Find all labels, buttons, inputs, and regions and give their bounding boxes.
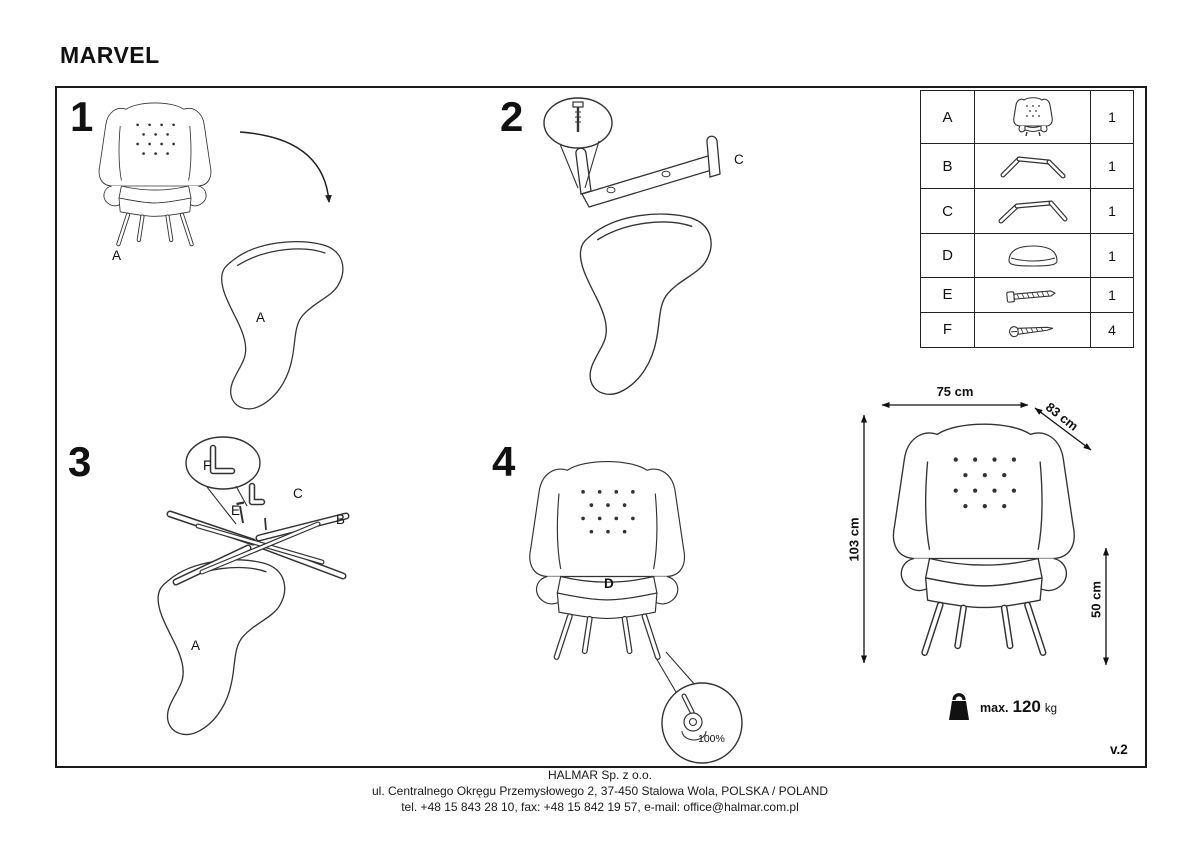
- step-1-base-shell: [221, 240, 344, 410]
- part-icon-cell: [975, 234, 1091, 278]
- armchair-icon: [1012, 97, 1053, 137]
- leg-frame-b-icon: [1000, 156, 1065, 179]
- step-2-rail: [581, 155, 716, 208]
- cushion-icon: [1007, 245, 1058, 267]
- part-icon-cell: [975, 91, 1091, 145]
- part-icon-cell: [975, 277, 1091, 313]
- weight-icon: [949, 693, 969, 720]
- step-1-armchair: [99, 103, 211, 244]
- weight-unit: kg: [1044, 703, 1058, 715]
- dimension-width-label: 75 cm: [936, 384, 974, 399]
- dimensions-drawing: [861, 402, 1109, 666]
- step-4-armchair: [530, 462, 685, 657]
- part-label-c2: C: [293, 486, 303, 501]
- part-icon-cell: [975, 189, 1091, 235]
- part-label-b: B: [336, 512, 346, 527]
- footer-contact: tel. +48 15 843 28 10, fax: +48 15 842 1…: [401, 799, 799, 814]
- part-label-a-base: A: [256, 310, 266, 325]
- product-title: MARVEL: [60, 42, 160, 68]
- part-letter: D: [921, 234, 975, 278]
- part-letter: F: [921, 312, 975, 347]
- part-qty: 1: [1091, 278, 1133, 313]
- footer-address: ul. Centralnego Okręgu Przemysłowego 2, …: [371, 783, 828, 798]
- part-qty: 1: [1091, 189, 1133, 235]
- footer-company: HALMAR Sp. z o.o.: [547, 768, 653, 782]
- part-icon-cell: [975, 144, 1091, 190]
- step-1-number: 1: [70, 93, 94, 140]
- weight-value: 120: [1012, 697, 1041, 716]
- bolt-icon: [1005, 290, 1056, 303]
- part-letter: C: [921, 189, 975, 235]
- dimension-armchair: [893, 424, 1074, 652]
- part-label-e: E: [231, 503, 241, 518]
- screw-icon: [1008, 326, 1053, 338]
- step-3-number: 3: [68, 438, 92, 485]
- footer: HALMAR Sp. z o.o. ul. Centralnego Okręgu…: [0, 768, 1200, 815]
- magnifier-percent-label: 100%: [698, 733, 725, 745]
- step-4-number: 4: [492, 438, 516, 485]
- step-3-magnifier: [185, 436, 261, 490]
- step-2-base-shell: [579, 213, 712, 395]
- leg-frame-c-icon: [998, 200, 1067, 224]
- dimension-seat-height-label: 50 cm: [1088, 581, 1104, 618]
- part-qty: 1: [1091, 234, 1133, 278]
- step-4-drawing: [480, 430, 743, 764]
- part-icon-cell: [975, 312, 1091, 347]
- step-2-number: 2: [500, 93, 524, 140]
- part-letter: A: [921, 91, 975, 145]
- step-2-left-leg: [575, 147, 592, 195]
- part-label-a: A: [112, 248, 122, 263]
- part-qty: 1: [1091, 91, 1133, 145]
- step-1-arrow: [239, 131, 332, 203]
- part-letter: E: [921, 277, 975, 313]
- depth-arrow: [1034, 407, 1092, 451]
- bolt-head-icon: [572, 101, 584, 108]
- step-3-drawing: [157, 436, 350, 736]
- parts-table: A 1 B: [920, 90, 1134, 348]
- part-qty: 1: [1091, 144, 1133, 190]
- step-2-drawing: [543, 97, 721, 395]
- weight-limit: max. 120 kg: [944, 688, 1057, 726]
- part-label-d: D: [604, 576, 614, 591]
- step-2-right-leg: [706, 135, 721, 178]
- weight-max-label: max.: [980, 701, 1009, 715]
- dimension-height-label: 103 cm: [846, 517, 862, 562]
- step-3-base-shell: [157, 559, 286, 736]
- part-qty: 4: [1108, 321, 1116, 338]
- part-label-a2: A: [191, 638, 201, 653]
- part-letter: B: [921, 144, 975, 190]
- part-label-f: F: [203, 458, 212, 473]
- version-label: v.2: [1110, 742, 1128, 757]
- step-3-leg-assembly: [166, 510, 350, 586]
- part-label-c: C: [734, 152, 744, 167]
- screw-e-icon: [239, 505, 244, 524]
- step-1-drawing: [60, 90, 344, 410]
